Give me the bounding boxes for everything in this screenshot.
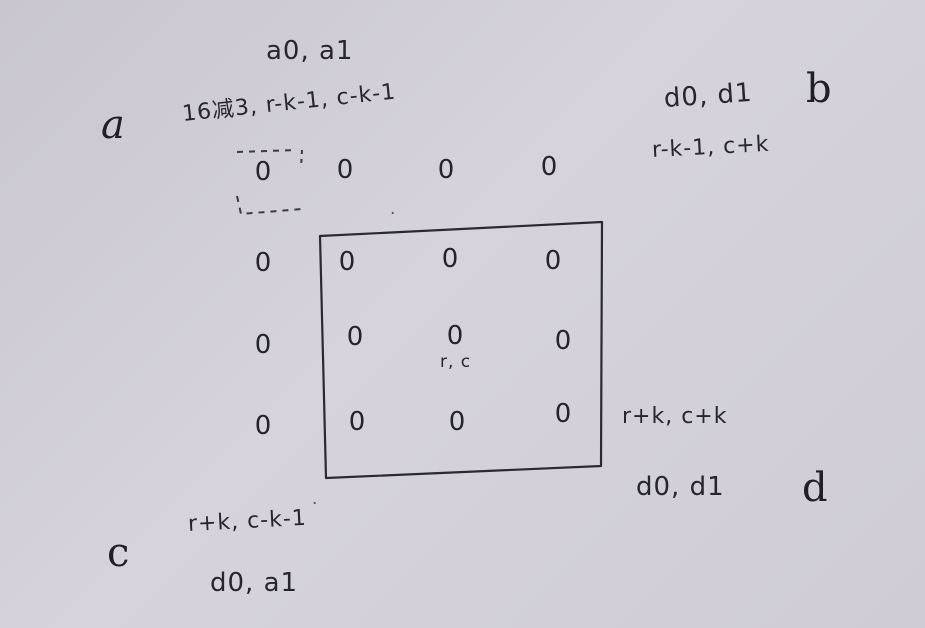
window-box	[318, 220, 604, 480]
grid-circle-r3c2: 0	[448, 407, 466, 437]
grid-circle-r2c2: 0	[446, 321, 464, 351]
grid-circle-r2c1: 0	[346, 322, 364, 352]
grid-circle-r1c2: 0	[441, 244, 459, 274]
label-d: d	[802, 465, 829, 511]
dashed-side-mark	[300, 149, 303, 169]
grid-circle-r0c1: 0	[336, 155, 354, 185]
grid-circle-r0c0: 0	[254, 157, 272, 187]
grid-circle-r2c0: 0	[254, 330, 272, 360]
label-b: b	[806, 66, 833, 112]
dashed-bottom-mark	[236, 195, 303, 216]
grid-circle-r1c3: 0	[544, 246, 562, 276]
note-d-bottom: d0, d1	[636, 472, 725, 502]
label-a: a	[101, 102, 126, 148]
dashed-top-mark	[236, 149, 298, 153]
grid-circle-r1c0: 0	[254, 248, 272, 278]
grid-circle-r3c3: 0	[554, 399, 572, 429]
note-a-top: a0, a1	[266, 36, 354, 66]
note-center: r, c	[440, 352, 472, 372]
grid-circle-r0c3: 0	[540, 152, 558, 182]
stray-dot-2: ·	[312, 494, 319, 514]
grid-circle-r1c1: 0	[338, 247, 356, 277]
grid-circle-r3c1: 0	[348, 407, 366, 437]
stray-dot: ·	[390, 204, 397, 224]
grid-circle-r0c2: 0	[437, 155, 455, 185]
grid-circle-r3c0: 0	[254, 411, 272, 441]
label-c: c	[107, 530, 131, 576]
note-d-range: r+k, c+k	[622, 404, 728, 429]
grid-circle-r2c3: 0	[554, 326, 572, 356]
note-c-bottom: d0, a1	[210, 568, 299, 598]
